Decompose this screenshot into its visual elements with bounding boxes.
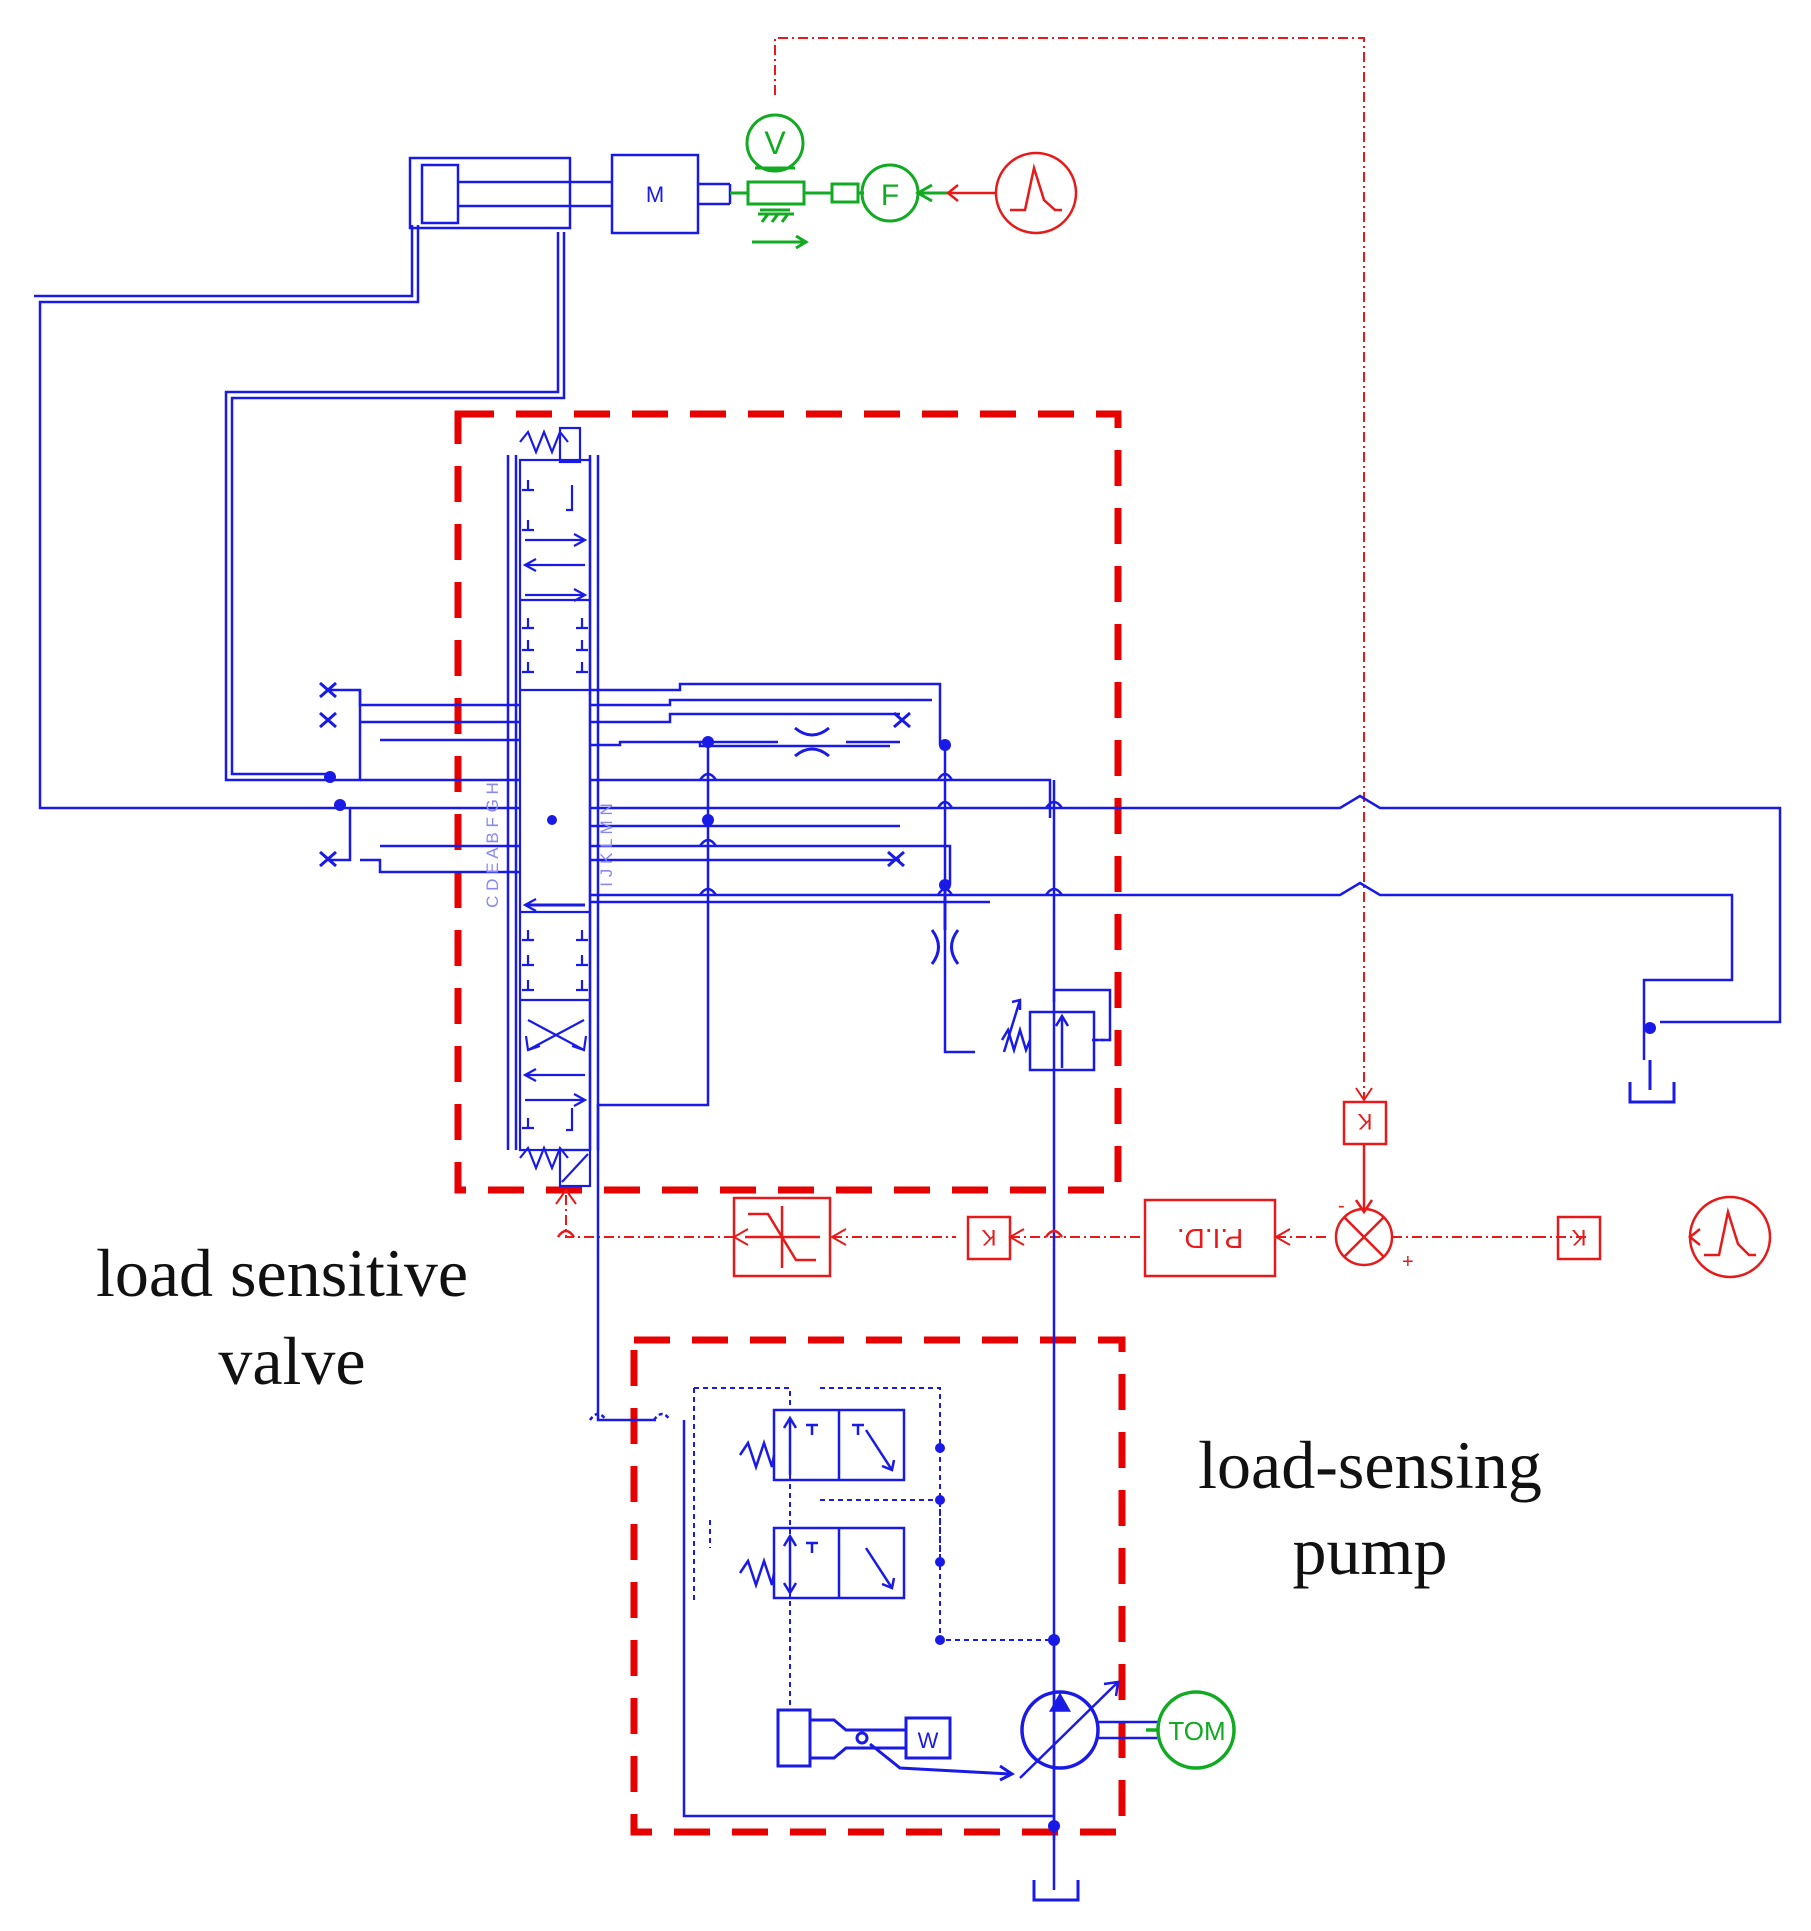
motor xyxy=(1146,1690,1236,1770)
sum-plus: + xyxy=(1402,1251,1414,1273)
pump-label-line1: load-sensing xyxy=(1198,1427,1542,1503)
force-source xyxy=(858,163,948,223)
mass-label: M xyxy=(646,182,664,207)
summing-junction xyxy=(1334,1207,1394,1267)
signal-arrows xyxy=(555,1087,1373,1246)
blocked-ports xyxy=(319,681,911,868)
tank-bottom xyxy=(1032,1880,1080,1902)
pump-boundary xyxy=(630,1336,1126,1836)
gain-left-label: K xyxy=(981,1225,996,1250)
gain-top-label: K xyxy=(1357,1109,1372,1134)
gain-block-right xyxy=(1556,1215,1602,1261)
pid-block xyxy=(1143,1198,1277,1278)
pump-control-lines xyxy=(693,1387,1054,1710)
mass-block: M xyxy=(610,153,732,235)
displacement-actuator xyxy=(776,1708,1015,1782)
pump-label-line2: pump xyxy=(1293,1513,1448,1589)
ls-valve-upper xyxy=(738,1408,906,1482)
valve-boundary xyxy=(454,410,1122,1194)
signal-lines xyxy=(565,37,1590,1238)
tank-right xyxy=(1628,1060,1676,1104)
force-label: F xyxy=(881,179,899,212)
ls-valve-lower xyxy=(738,1526,906,1600)
gain-block-left xyxy=(966,1215,1012,1261)
spool-ports-right: I J K L M N xyxy=(597,803,616,886)
variable-pump xyxy=(1019,1680,1160,1779)
pump-dots xyxy=(935,1443,945,1645)
velocity-sensor xyxy=(730,113,860,250)
restrictor-vertical xyxy=(930,885,960,965)
pressure-compensator xyxy=(1000,998,1110,1072)
gain-block-top xyxy=(1342,1100,1388,1215)
junction-dots xyxy=(324,736,1656,1832)
sum-minus: - xyxy=(1338,1195,1345,1217)
pid-label: P.I.D. xyxy=(1177,1223,1243,1254)
actuator-spring-label: W xyxy=(918,1728,939,1753)
line-crossovers xyxy=(556,772,1064,1421)
velocity-label: V xyxy=(764,125,786,161)
hydraulic-lines xyxy=(34,225,1782,1890)
signal-source-top xyxy=(945,151,1078,235)
hydraulic-cylinder xyxy=(408,156,612,230)
valve-label-line1: load sensitive xyxy=(96,1235,468,1311)
saturation-block xyxy=(732,1196,832,1278)
valve-label-line2: valve xyxy=(218,1323,365,1399)
spool-valve xyxy=(518,426,592,1188)
gain-right-label: K xyxy=(1571,1225,1586,1250)
restrictor-top xyxy=(794,726,830,758)
motor-label: TOM xyxy=(1168,1716,1225,1746)
spool-ports-left: C D E A B F G H xyxy=(483,782,502,908)
signal-source-right xyxy=(1687,1195,1772,1279)
